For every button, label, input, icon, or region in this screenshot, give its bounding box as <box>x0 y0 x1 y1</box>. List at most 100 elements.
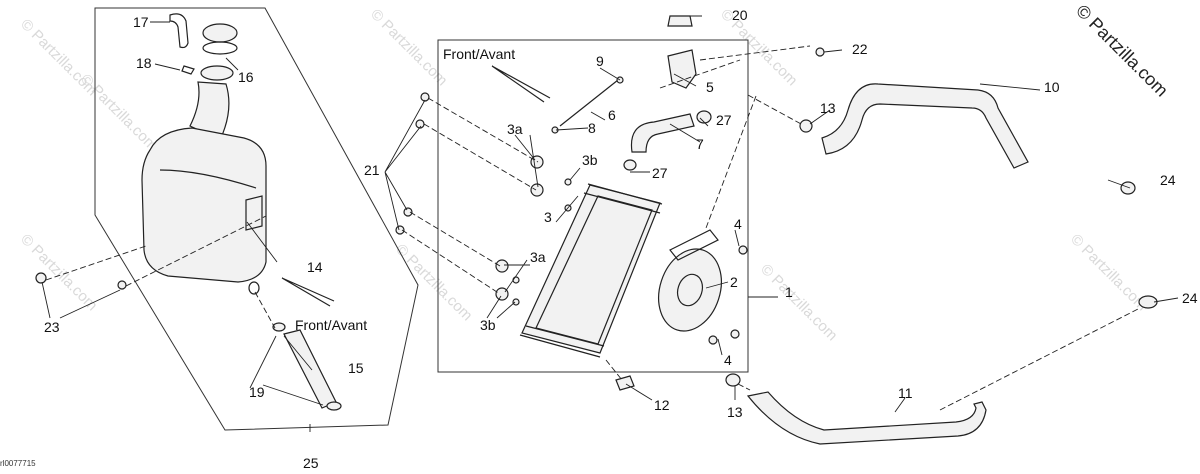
callout-21: 21 <box>364 162 380 178</box>
callout-8: 8 <box>588 120 596 136</box>
support-rod <box>559 79 619 127</box>
fan-screw <box>738 245 748 255</box>
callout-17: 17 <box>133 14 149 30</box>
upper-hose <box>630 113 695 153</box>
fan-hub <box>676 273 704 307</box>
reservoir-seam <box>159 169 257 189</box>
assembly-line <box>254 291 276 329</box>
fan-bracket <box>669 229 719 261</box>
spacer <box>564 178 572 186</box>
callout-6: 6 <box>608 107 616 123</box>
callout-3b-top: 3b <box>582 152 598 168</box>
callout-3a-bottom: 3a <box>530 249 546 265</box>
reservoir-outlet <box>248 281 260 295</box>
callout-16: 16 <box>238 69 254 85</box>
callout-9: 9 <box>596 53 604 69</box>
mounting-screw <box>117 280 127 290</box>
callout-2: 2 <box>730 274 738 290</box>
assembly-line <box>45 215 267 287</box>
watermark-tile: © Partzilla.com <box>77 71 160 154</box>
hose-clamp-upper <box>272 322 286 332</box>
reservoir-group-frame <box>94 7 419 431</box>
front-label-left: Front/Avant <box>295 317 367 333</box>
callout-25: 25 <box>303 455 319 469</box>
reservoir-cap <box>202 23 238 43</box>
callout-1: 1 <box>785 284 793 300</box>
hose-clamp <box>1138 295 1158 309</box>
radiator-cap <box>667 15 693 27</box>
front-arrow <box>281 277 335 307</box>
frame-screw <box>420 92 430 102</box>
callout-7: 7 <box>696 136 704 152</box>
hose-clamp <box>1120 181 1136 195</box>
callout-labels: 17 18 16 14 Front/Avant 15 19 23 25 21 F… <box>0 7 1198 471</box>
callout-24-right: 24 <box>1182 290 1198 306</box>
callout-24-top: 24 <box>1160 172 1176 188</box>
reservoir-bracket <box>245 195 263 231</box>
callout-3a-top: 3a <box>507 121 523 137</box>
brand-watermark: © Partzilla.com <box>1072 1 1172 101</box>
hose-clamp <box>799 119 813 133</box>
hose-clamp <box>623 159 637 171</box>
watermark-tile: © Partzilla.com <box>757 261 840 344</box>
watermark-tile: © Partzilla.com <box>392 241 475 324</box>
vent-hose <box>169 13 189 49</box>
callout-10: 10 <box>1044 79 1060 95</box>
hose-clamp <box>725 373 741 387</box>
lower-hose-10 <box>821 83 1029 169</box>
frame-screw <box>395 225 405 235</box>
callout-5: 5 <box>706 79 714 95</box>
hose-clamp <box>696 110 712 124</box>
frame-screw <box>403 207 413 217</box>
reservoir-parts <box>35 13 342 411</box>
callout-3: 3 <box>544 209 552 225</box>
fan-screw <box>730 329 740 339</box>
drawing-code: rl0077715 <box>0 459 36 468</box>
callout-27-top: 27 <box>716 112 732 128</box>
cap-gasket <box>202 41 238 55</box>
fan-screw <box>708 335 718 345</box>
assembly-line <box>659 45 811 89</box>
hose-clip <box>181 65 195 75</box>
drain-fitting <box>615 375 635 391</box>
hose-clamp-lower <box>326 401 342 411</box>
callout-20: 20 <box>732 7 748 23</box>
callout-27-mid: 27 <box>652 165 668 181</box>
assembly-line <box>705 94 804 229</box>
callout-12: 12 <box>654 397 670 413</box>
callout-11: 11 <box>898 385 913 401</box>
small-fastener <box>815 47 825 57</box>
spacer <box>512 298 520 306</box>
radiator-group-frame <box>437 39 749 373</box>
radiator-top-tank <box>583 183 663 214</box>
grommet <box>495 259 509 273</box>
grommet <box>495 287 509 301</box>
external-hoses <box>725 47 1158 445</box>
callout-3b-bottom: 3b <box>480 317 496 333</box>
coolant-reservoir <box>141 127 267 283</box>
callout-4-top: 4 <box>734 216 742 232</box>
front-label-center: Front/Avant <box>443 46 515 62</box>
assembly-line <box>401 97 539 295</box>
callout-15: 15 <box>348 360 364 376</box>
callout-22: 22 <box>852 41 868 57</box>
callout-18: 18 <box>136 55 152 71</box>
watermark-tile: © Partzilla.com <box>717 6 800 89</box>
callout-19: 19 <box>249 384 265 400</box>
assembly-line <box>939 307 1141 411</box>
front-arrow <box>491 65 551 103</box>
callout-13-bottom: 13 <box>727 404 743 420</box>
spacer <box>512 276 520 284</box>
grommet <box>530 183 544 197</box>
callout-4-bottom: 4 <box>724 352 732 368</box>
leader-lines <box>41 15 1179 432</box>
filler-ring <box>200 65 234 81</box>
mounting-screw <box>35 272 47 284</box>
radiator-bottom-tank <box>519 325 605 358</box>
filler-neck <box>667 49 697 89</box>
cooling-fan <box>658 248 722 332</box>
watermark-tile: © Partzilla.com <box>17 231 100 314</box>
callout-13-top: 13 <box>820 100 836 116</box>
